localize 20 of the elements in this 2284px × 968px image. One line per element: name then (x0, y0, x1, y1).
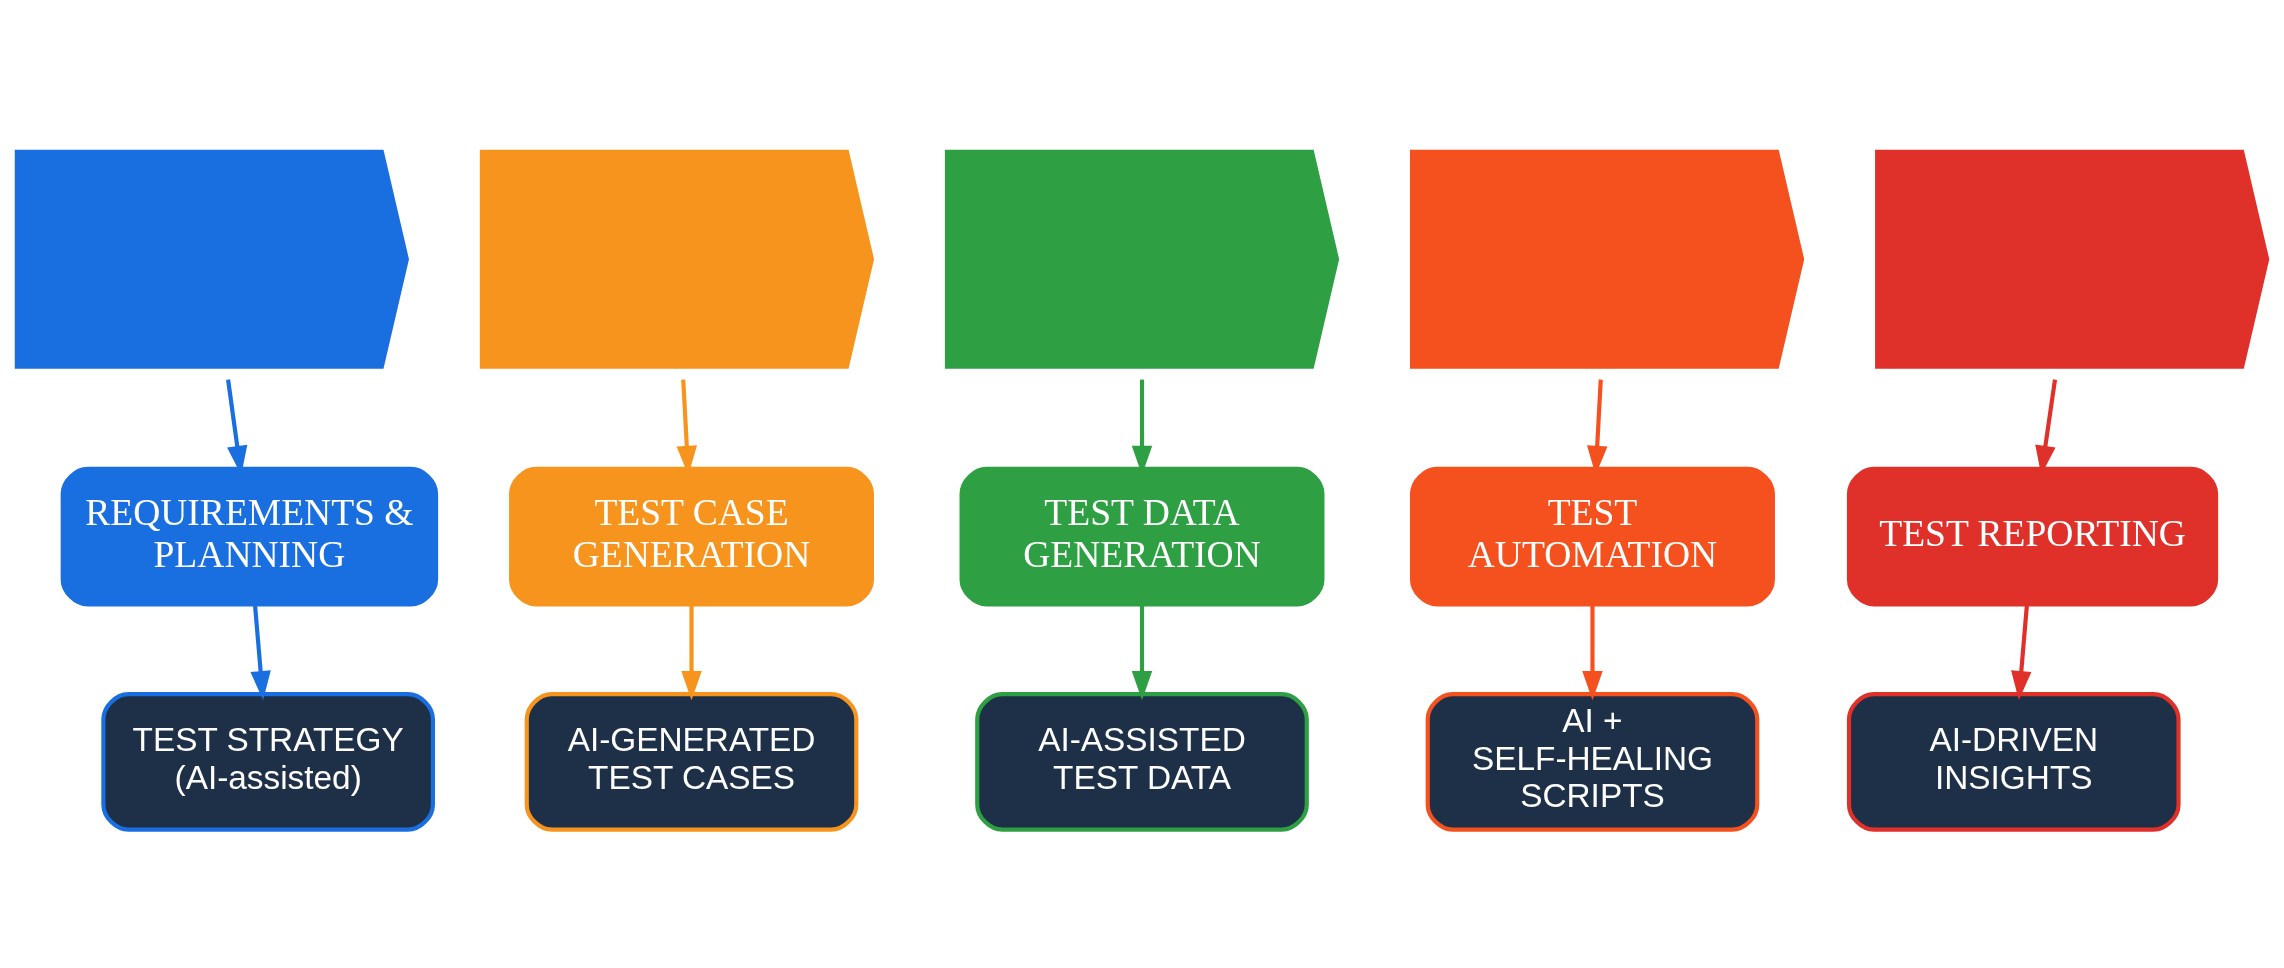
node-box: TEST REPORTING (1846, 466, 2219, 606)
node-chevron (944, 149, 1340, 369)
node-chevron (479, 149, 875, 369)
node-box: TEST DATA GENERATION (959, 466, 1325, 606)
node-box: AI + SELF-HEALING SCRIPTS (1425, 691, 1760, 832)
arrow (2011, 603, 2032, 700)
node-box: AI-GENERATED TEST CASES (524, 691, 859, 832)
node-chevron (1410, 149, 1805, 369)
node-chevron (14, 149, 409, 369)
node-chevron (1875, 149, 2270, 369)
node-box: AI-DRIVEN INSIGHTS (1846, 691, 2181, 832)
node-box: TEST STRATEGY (AI-assisted) (101, 691, 435, 832)
arrow (1582, 603, 1603, 700)
arrow (250, 603, 271, 700)
node-box: AI-ASSISTED TEST DATA (975, 691, 1309, 832)
node-box: REQUIREMENTS & PLANNING (60, 466, 439, 606)
arrow (681, 603, 702, 700)
node-box: TEST CASE GENERATION (509, 466, 874, 606)
arrow (1131, 603, 1153, 700)
node-box: TEST AUTOMATION (1410, 466, 1775, 606)
